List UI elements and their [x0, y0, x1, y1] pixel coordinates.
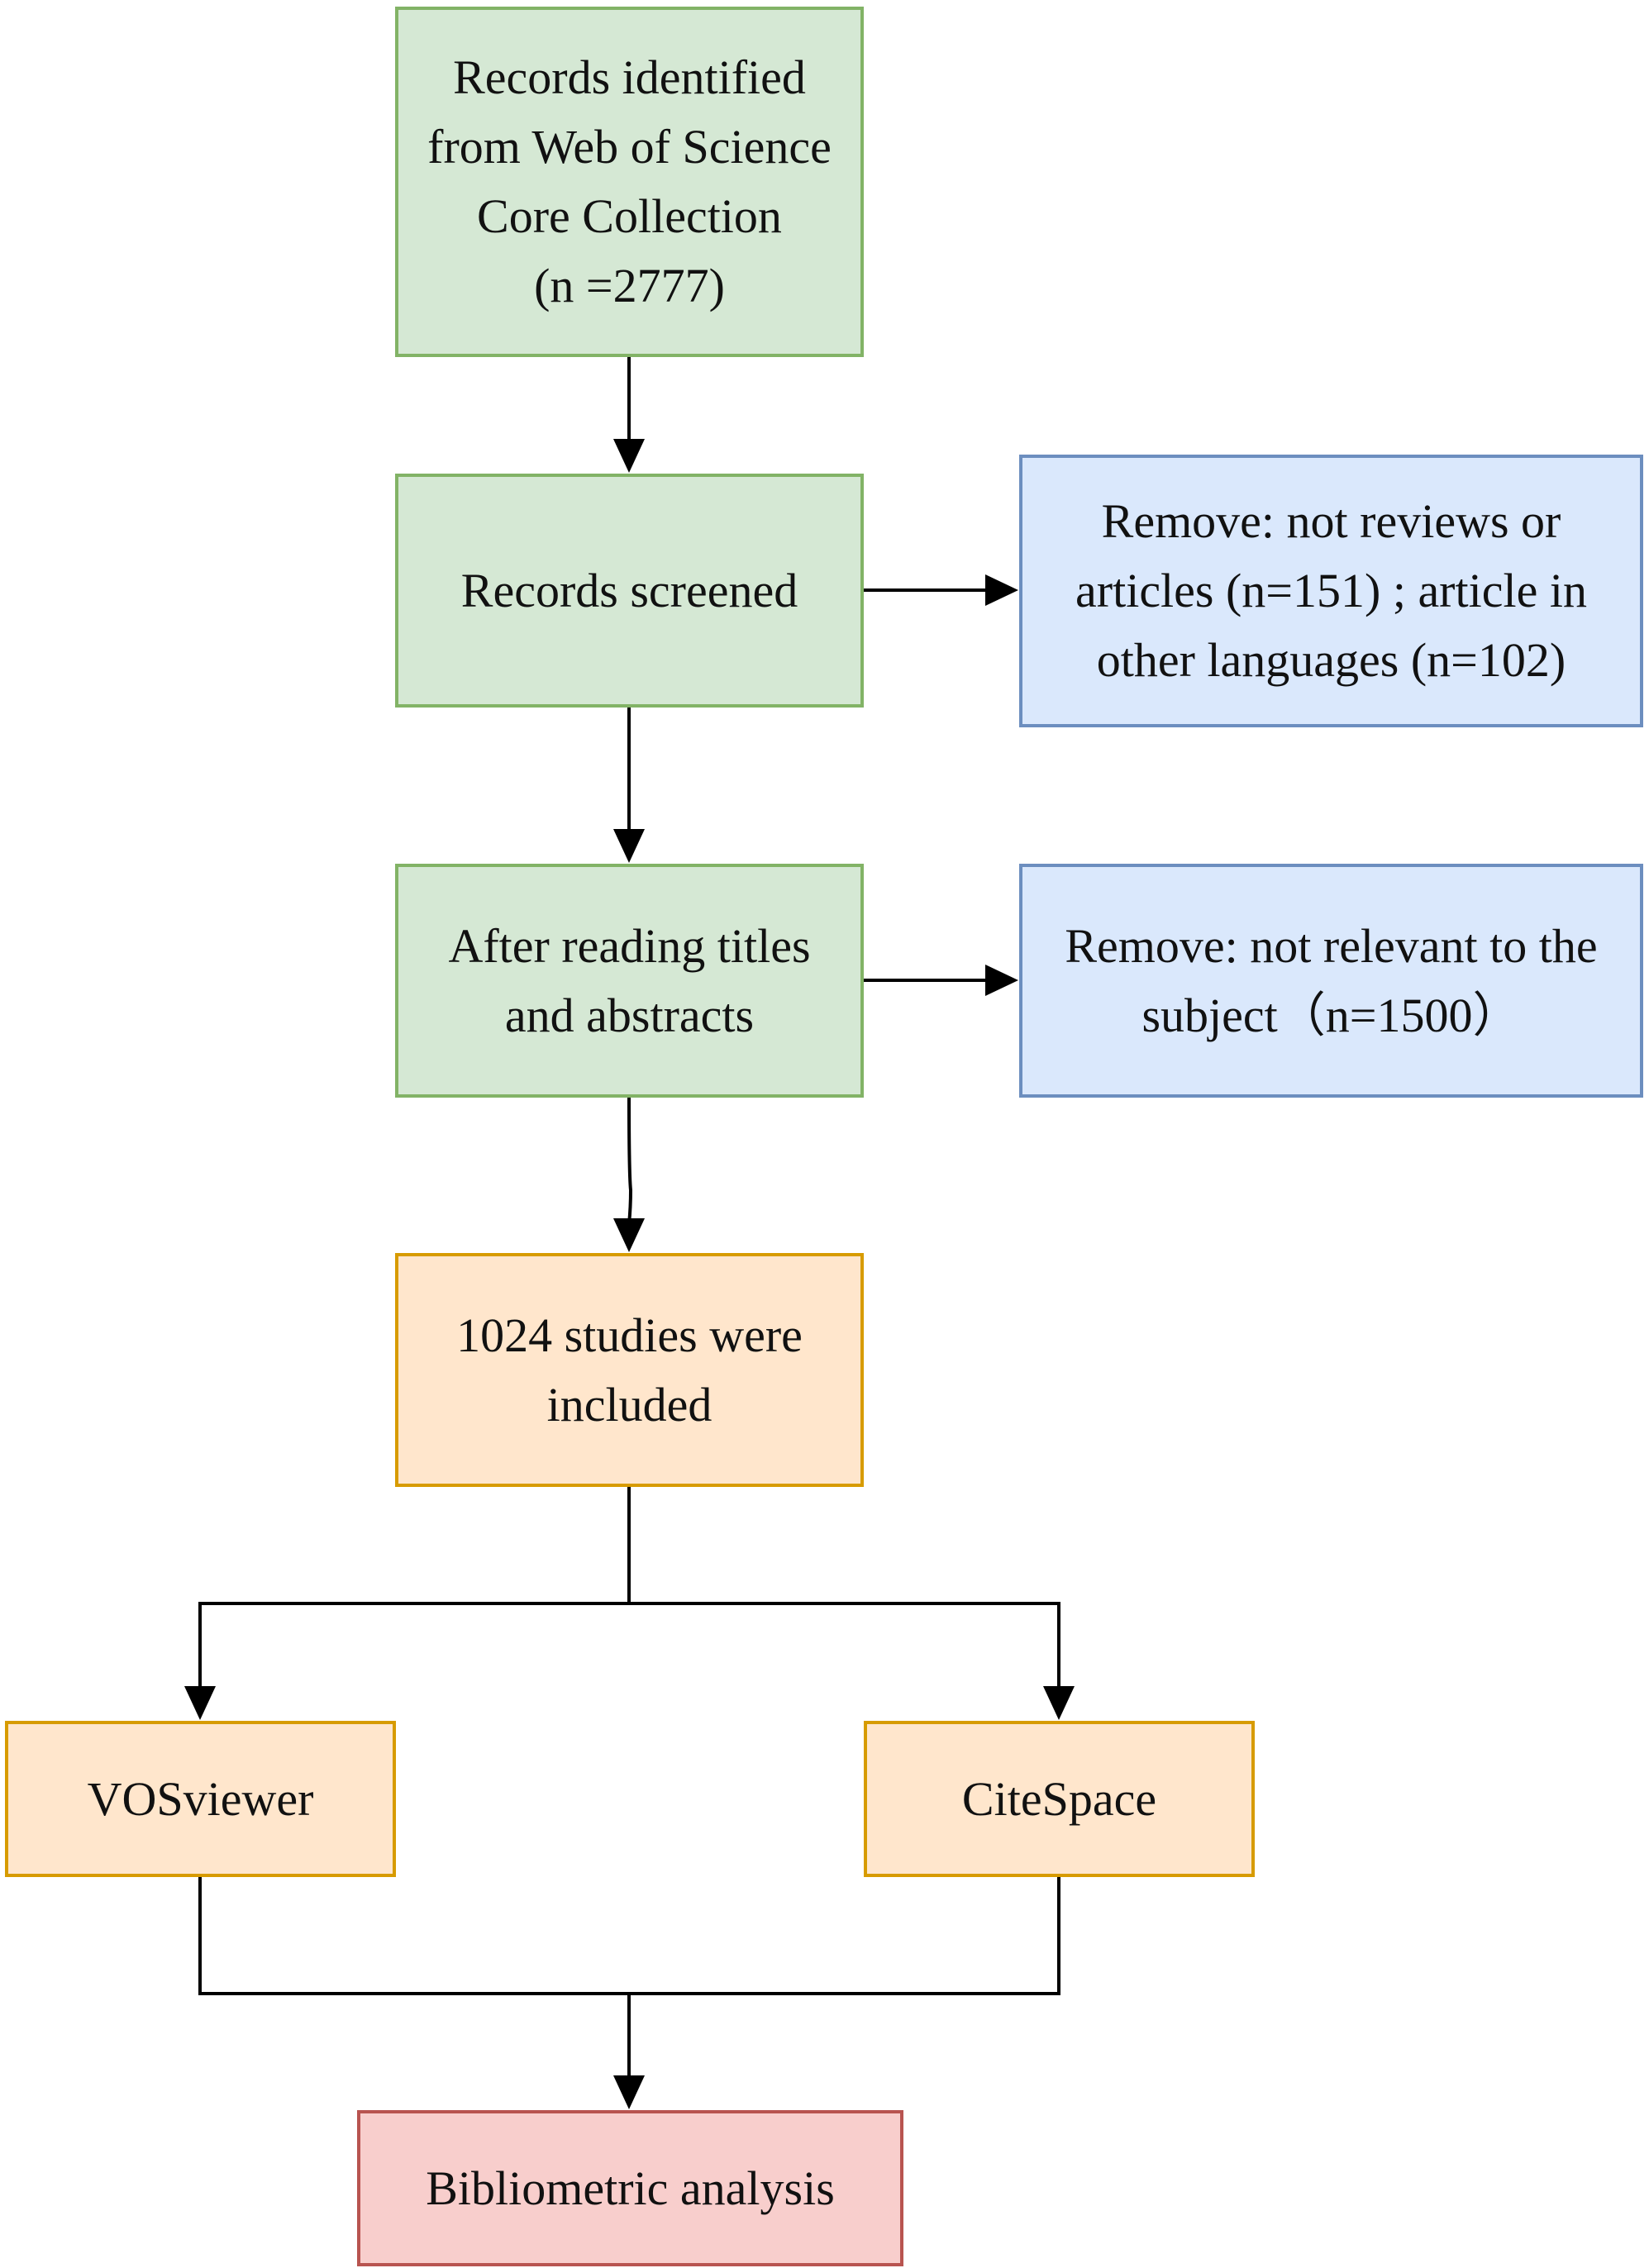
edge-after-reading-to-included: [627, 1097, 633, 1225]
node-records-identified-label: Records identified from Web of Science C…: [427, 50, 832, 312]
arrowhead-after-reading: [613, 829, 645, 863]
node-removed-not-reviews: Remove: not reviews or articles (n=151) …: [1019, 455, 1643, 727]
node-vosviewer-label: VOSviewer: [87, 1771, 314, 1826]
node-removed-not-reviews-label: Remove: not reviews or articles (n=151) …: [1075, 494, 1587, 687]
node-records-identified: Records identified from Web of Science C…: [395, 7, 864, 357]
node-after-reading-label: After reading titles and abstracts: [448, 918, 811, 1042]
node-bibliometric-analysis: Bibliometric analysis: [357, 2110, 903, 2266]
node-vosviewer: VOSviewer: [5, 1721, 396, 1877]
arrowhead-included: [613, 1218, 645, 1252]
arrowhead-citespace: [1043, 1686, 1075, 1720]
node-after-reading: After reading titles and abstracts: [395, 864, 864, 1098]
node-removed-not-relevant: Remove: not relevant to the subject（n=15…: [1019, 864, 1643, 1098]
edge-included-to-tools: [198, 1487, 631, 1692]
node-studies-included: 1024 studies were included: [395, 1253, 864, 1487]
node-records-screened: Records screened: [395, 474, 864, 708]
node-studies-included-label: 1024 studies were included: [456, 1308, 803, 1432]
node-citespace: CiteSpace: [864, 1721, 1255, 1877]
node-records-screened-label: Records screened: [460, 563, 798, 617]
arrowhead-vosviewer: [184, 1686, 216, 1720]
node-citespace-label: CiteSpace: [961, 1771, 1157, 1826]
node-removed-not-relevant-label: Remove: not relevant to the subject（n=15…: [1065, 918, 1598, 1042]
node-bibliometric-analysis-label: Bibliometric analysis: [426, 2161, 835, 2215]
arrowhead-removed-2: [985, 965, 1018, 996]
arrowhead-removed-1: [985, 574, 1018, 606]
arrowhead-bibliometric: [613, 2075, 645, 2109]
edge-split-to-citespace: [629, 1602, 1060, 1692]
arrowhead-screened: [613, 439, 645, 473]
edge-vosviewer-to-merge: [198, 1877, 1060, 1995]
